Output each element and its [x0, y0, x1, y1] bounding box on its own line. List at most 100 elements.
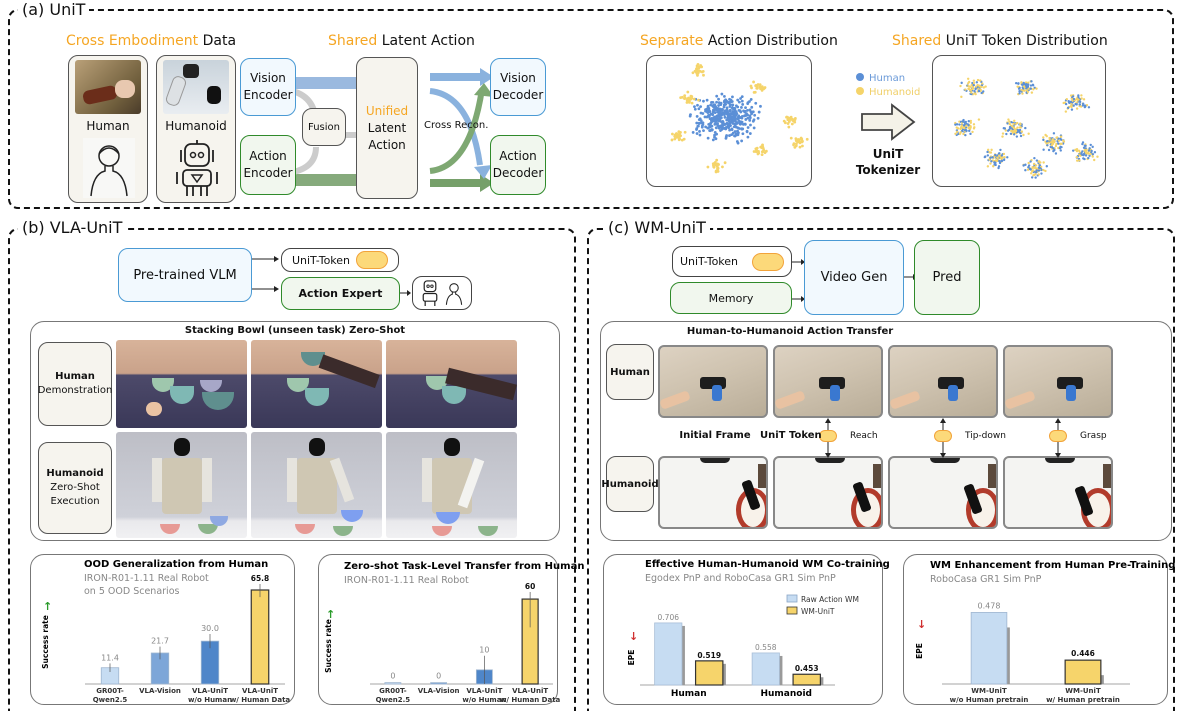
- scatter-point-human: [691, 131, 695, 134]
- scatter-point-humanoid: [1022, 133, 1025, 137]
- scatter-point-humanoid: [971, 130, 974, 134]
- scatter-point-humanoid: [1048, 136, 1051, 140]
- scatter-point-human: [1012, 133, 1016, 136]
- scatter-point-human: [716, 122, 719, 125]
- x-tick-label: w/o Human: [462, 696, 506, 704]
- direction-arrow-icon: ↑: [43, 600, 52, 613]
- scatter-point-humanoid: [805, 137, 809, 141]
- legend-swatch: [786, 594, 798, 603]
- scatter-point-humanoid: [990, 148, 993, 152]
- scatter-point-humanoid: [972, 123, 976, 126]
- scatter-point-humanoid: [1035, 87, 1038, 90]
- scatter-point-human: [1075, 103, 1078, 106]
- scatter-point-humanoid: [759, 87, 762, 91]
- cross-embodiment-header: Cross Embodiment Data: [66, 33, 236, 49]
- scatter-point-humanoid: [685, 101, 689, 104]
- humanoid-label: Humanoid: [165, 119, 227, 133]
- bar: [430, 682, 448, 685]
- scatter-point-human: [1053, 148, 1056, 152]
- scatter-point-human: [1006, 156, 1009, 159]
- scatter-point-human: [969, 132, 972, 136]
- scatter-point-human: [714, 115, 718, 119]
- scatter-point-humanoid: [1044, 133, 1047, 137]
- scatter-point-human: [739, 97, 742, 100]
- pred-block: Pred: [914, 240, 980, 315]
- scatter-point-humanoid: [979, 79, 982, 82]
- human-demo-frame-2: [251, 340, 382, 428]
- scatter-point-humanoid: [1083, 149, 1087, 152]
- unit-token-label: UniT-Token: [291, 253, 351, 267]
- scatter-point-human: [716, 124, 720, 128]
- scatter-point-human: [703, 115, 707, 119]
- scatter-point-human: [739, 122, 743, 126]
- scatter-point-human: [1034, 171, 1038, 174]
- scatter-point-human: [749, 98, 753, 101]
- scatter-point-humanoid: [677, 136, 681, 140]
- human-frame-1: [658, 345, 768, 418]
- scatter-point-human: [697, 122, 701, 126]
- scatter-point-humanoid: [764, 149, 768, 153]
- scatter-point-human: [967, 120, 970, 123]
- scatter-point-humanoid: [1062, 139, 1065, 142]
- scatter-point-human: [710, 128, 714, 131]
- scatter-point-humanoid: [1008, 120, 1011, 123]
- scatter-point-humanoid: [671, 132, 674, 136]
- scatter-point-humanoid: [1051, 142, 1054, 145]
- scatter-point-humanoid: [957, 127, 960, 130]
- chart-subtitle: on 5 OOD Scenarios: [84, 586, 180, 597]
- scatter-point-humanoid: [792, 119, 796, 123]
- scatter-point-human: [701, 112, 705, 115]
- scatter-point-human: [713, 111, 717, 114]
- scatter-point-humanoid: [1026, 168, 1030, 171]
- scatter-point-humanoid: [1069, 94, 1073, 97]
- scatter-point-humanoid: [790, 122, 794, 126]
- scatter-point-human: [1080, 151, 1083, 155]
- human-card: Human: [68, 55, 148, 203]
- scatter-point-human: [744, 106, 747, 110]
- scatter-point-humanoid: [1019, 123, 1022, 126]
- scatter-point-human: [1000, 159, 1003, 163]
- scatter-point-humanoid: [723, 161, 727, 165]
- scatter-point-human: [726, 117, 730, 121]
- scatter-point-human: [698, 133, 702, 137]
- scatter-point-humanoid: [1054, 144, 1058, 148]
- section-c-title: (c) WM-UniT: [604, 219, 710, 237]
- scatter-point-human: [720, 109, 724, 112]
- scatter-point-humanoid: [758, 83, 762, 87]
- unified-line2: Latent: [367, 120, 407, 135]
- scatter-point-human: [1040, 172, 1043, 175]
- scatter-point-human: [725, 108, 729, 112]
- scatter-point-humanoid: [789, 136, 793, 140]
- scatter-point-human: [710, 112, 714, 116]
- section-b-frame: [8, 228, 576, 711]
- scatter-point-human: [693, 105, 696, 109]
- scatter-point-humanoid: [1079, 154, 1082, 157]
- scatter-point-humanoid: [797, 138, 801, 142]
- scatter-point-human: [733, 111, 737, 115]
- unit-token-row-label: UniT Token: [760, 430, 822, 441]
- scatter-point-humanoid: [1032, 162, 1036, 166]
- scatter-point-human: [723, 95, 726, 98]
- scatter-point-human: [746, 102, 750, 106]
- scatter-point-humanoid: [787, 125, 791, 129]
- humanoid-frame-1: [658, 456, 768, 529]
- scatter-point-human: [705, 98, 709, 102]
- scatter-point-humanoid: [964, 88, 967, 91]
- scatter-point-human: [696, 124, 700, 128]
- header-rest: Latent Action: [377, 33, 475, 49]
- scatter-point-human: [1059, 149, 1062, 152]
- scatter-point-human: [702, 129, 705, 133]
- scatter-point-human: [990, 160, 993, 163]
- scatter-point-humanoid: [760, 150, 764, 154]
- scatter-point-humanoid: [1057, 139, 1061, 142]
- scatter-point-humanoid: [965, 124, 968, 127]
- scatter-point-humanoid: [1042, 161, 1045, 164]
- memory-block: Memory: [670, 282, 792, 314]
- scatter-point-human: [738, 109, 742, 113]
- scatter-point-human: [699, 119, 703, 123]
- scatter-point-human: [759, 104, 762, 108]
- scatter-point-human: [982, 90, 985, 93]
- scatter-point-human: [1029, 87, 1032, 90]
- chart-subtitle: IRON-R01-1.11 Real Robot: [84, 573, 209, 584]
- separate-scatter-plot: [670, 63, 809, 174]
